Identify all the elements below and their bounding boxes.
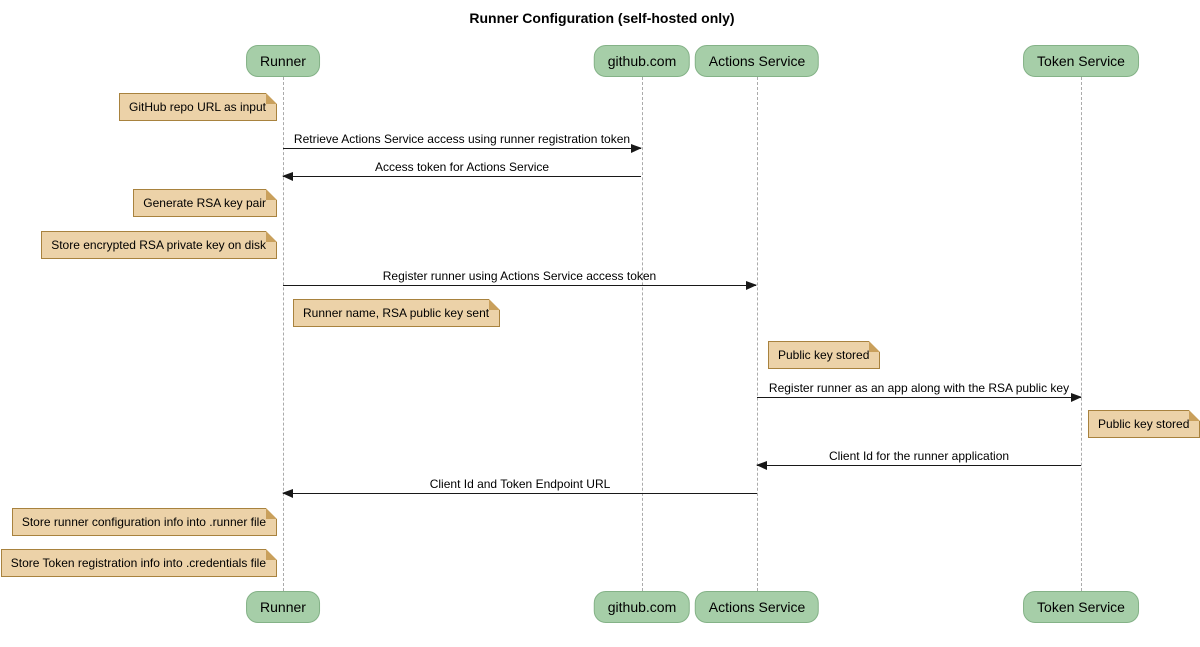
note-fold-corner-icon <box>489 299 501 310</box>
note-fold-corner-icon <box>266 508 277 519</box>
arrowhead-right-icon <box>746 281 757 290</box>
note-fold-corner-icon <box>1189 410 1200 421</box>
arrowhead-left-icon <box>282 489 293 498</box>
note-text: Public key stored <box>1098 417 1190 431</box>
arrowhead-left-icon <box>756 461 767 470</box>
note-runner-name-sent: Runner name, RSA public key sent <box>293 299 501 327</box>
note-github-repo-url: GitHub repo URL as input <box>119 93 277 121</box>
note-text: Generate RSA key pair <box>143 196 266 210</box>
message-register-runner-app: Register runner as an app along with the… <box>757 379 1082 402</box>
participant-github-bottom: github.com <box>593 591 691 623</box>
note-public-key-stored-actions: Public key stored <box>768 341 881 369</box>
participant-runner-top: Runner <box>246 45 320 77</box>
note-store-credentials-file: Store Token registration info into .cred… <box>0 549 277 577</box>
message-retrieve-actions-access: Retrieve Actions Service access using ru… <box>283 130 642 153</box>
message-register-runner: Register runner using Actions Service ac… <box>283 267 757 290</box>
note-public-key-stored-token: Public key stored <box>1088 410 1200 438</box>
note-generate-rsa-key: Generate RSA key pair <box>133 189 277 217</box>
arrowhead-right-icon <box>631 144 642 153</box>
arrowhead-left-icon <box>282 172 293 181</box>
lifeline-runner <box>283 77 284 591</box>
message-label: Access token for Actions Service <box>374 160 550 174</box>
participant-actions-service-bottom: Actions Service <box>694 591 820 623</box>
note-text: Runner name, RSA public key sent <box>303 306 490 320</box>
message-access-token: Access token for Actions Service <box>282 158 641 181</box>
message-client-id: Client Id for the runner application <box>756 447 1081 470</box>
note-text: Store encrypted RSA private key on disk <box>51 238 266 252</box>
participant-github-top: github.com <box>593 45 691 77</box>
diagram-title: Runner Configuration (self-hosted only) <box>469 10 735 26</box>
message-label: Register runner as an app along with the… <box>768 381 1070 395</box>
lifeline-token-service <box>1081 77 1082 591</box>
note-store-runner-file: Store runner configuration info into .ru… <box>11 508 277 536</box>
note-text: Store runner configuration info into .ru… <box>21 515 266 529</box>
lifeline-github <box>642 77 643 591</box>
message-label: Client Id and Token Endpoint URL <box>429 477 611 491</box>
participant-token-service-bottom: Token Service <box>1023 591 1139 623</box>
participant-actions-service-top: Actions Service <box>694 45 820 77</box>
note-fold-corner-icon <box>869 341 881 352</box>
participant-runner-bottom: Runner <box>246 591 320 623</box>
lifeline-actions-service <box>757 77 758 591</box>
arrowhead-right-icon <box>1071 393 1082 402</box>
note-store-private-key: Store encrypted RSA private key on disk <box>41 231 277 259</box>
note-fold-corner-icon <box>266 189 277 200</box>
note-fold-corner-icon <box>266 549 277 560</box>
note-fold-corner-icon <box>266 93 277 104</box>
message-client-id-endpoint: Client Id and Token Endpoint URL <box>282 475 757 498</box>
note-text: Public key stored <box>778 348 870 362</box>
note-text: GitHub repo URL as input <box>129 100 266 114</box>
message-label: Retrieve Actions Service access using ru… <box>293 132 631 146</box>
message-label: Client Id for the runner application <box>828 449 1010 463</box>
message-label: Register runner using Actions Service ac… <box>382 269 657 283</box>
participant-token-service-top: Token Service <box>1023 45 1139 77</box>
note-text: Store Token registration info into .cred… <box>10 556 266 570</box>
note-fold-corner-icon <box>266 231 277 242</box>
